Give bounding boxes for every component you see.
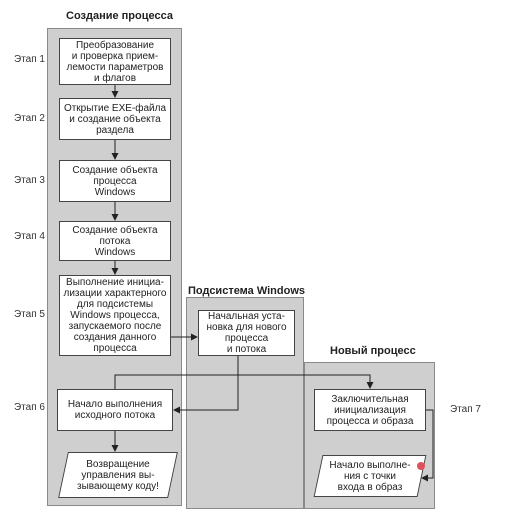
- step3-text: Создание объекта процесса Windows: [72, 164, 158, 198]
- subsystem-init-box: Начальная уста- новка для нового процесс…: [198, 310, 295, 356]
- entry-point-text: Начало выполне- ния с точки входа в обра…: [329, 459, 411, 493]
- final-init-text: Заключительная инициализация процесса и …: [326, 393, 414, 427]
- stage-label-5: Этап 5: [14, 309, 45, 320]
- marker-dot: [417, 462, 425, 470]
- return-parallelogram: Возвращение управления вы- зывающему код…: [58, 452, 178, 498]
- arrow-step6-final-init: [114, 374, 374, 389]
- entry-point-parallelogram: Начало выполне- ния с точки входа в обра…: [313, 455, 427, 497]
- title-windows-subsystem: Подсистема Windows: [188, 285, 306, 297]
- step4-text: Создание объекта потока Windows: [72, 224, 158, 258]
- step4-box: Создание объекта потока Windows: [59, 221, 171, 261]
- subsystem-init-text: Начальная уста- новка для нового процесс…: [206, 311, 287, 355]
- step1-box: Преобразование и проверка прием- лемости…: [59, 38, 171, 85]
- stage-label-3: Этап 3: [14, 175, 45, 186]
- step3-box: Создание объекта процесса Windows: [59, 160, 171, 202]
- stage-label-2: Этап 2: [14, 113, 45, 124]
- step5-box: Выполнение инициа- лизации характерного …: [59, 275, 171, 356]
- title-create-process: Создание процесса: [66, 10, 173, 22]
- stage-label-7: Этап 7: [450, 404, 481, 415]
- stage-label-6: Этап 6: [14, 402, 45, 413]
- step6-text: Начало выполнения исходного потока: [67, 399, 163, 421]
- step2-box: Открытие EXE-файла и создание объекта ра…: [59, 98, 171, 140]
- stage-label-4: Этап 4: [14, 231, 45, 242]
- arrow-subsystem-step6: [173, 356, 239, 414]
- step5-text: Выполнение инициа- лизации характерного …: [63, 277, 167, 354]
- step2-text: Открытие EXE-файла и создание объекта ра…: [63, 102, 167, 136]
- stage-label-1: Этап 1: [14, 54, 45, 65]
- final-init-box: Заключительная инициализация процесса и …: [314, 389, 426, 431]
- arrow-final-init-entry: [421, 409, 434, 482]
- step1-text: Преобразование и проверка прием- лемости…: [66, 39, 164, 84]
- step6-box: Начало выполнения исходного потока: [57, 389, 173, 431]
- return-text: Возвращение управления вы- зывающему код…: [77, 458, 159, 492]
- title-new-process: Новый процесс: [330, 345, 416, 357]
